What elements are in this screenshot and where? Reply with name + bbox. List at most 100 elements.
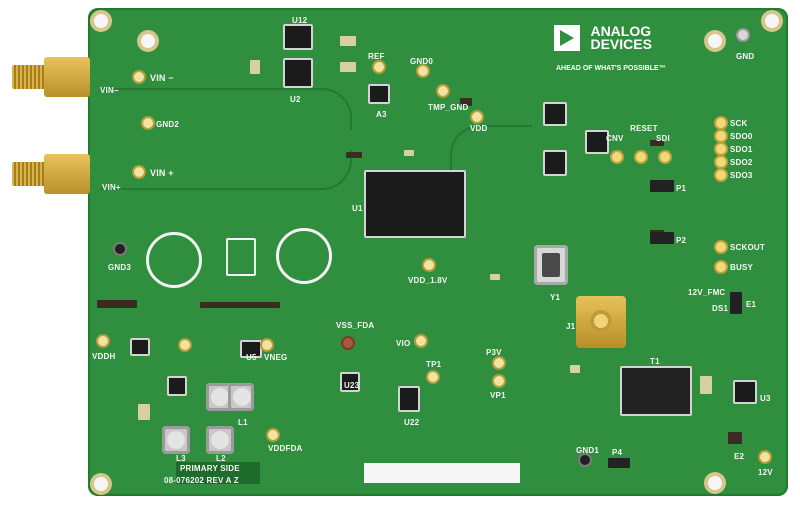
label-cnv: CNV [606, 134, 624, 143]
smd-part [570, 365, 580, 373]
label-u12: U12 [292, 16, 308, 25]
test-point-gnd3[interactable] [115, 244, 125, 254]
adi-triangle-icon [554, 25, 580, 51]
label-tp1: TP1 [426, 360, 442, 369]
jumper-e1[interactable] [730, 292, 742, 314]
label-vin-minus: VIN − [150, 73, 174, 83]
rohs-compliant-badge [276, 228, 332, 284]
pin-cnv[interactable] [612, 152, 622, 162]
test-point-gnd2[interactable] [143, 118, 153, 128]
pin-sdi[interactable] [660, 152, 670, 162]
label-u1: U1 [352, 204, 363, 213]
chip-u6 [167, 376, 187, 396]
label-reset: RESET [630, 124, 658, 133]
label-u2: U2 [290, 95, 301, 104]
label-l2: L2 [216, 454, 226, 463]
test-point-vpos[interactable] [180, 340, 190, 350]
label-gnd2: GND2 [156, 120, 180, 129]
smd-part [728, 432, 742, 444]
test-point-gnd0[interactable] [418, 66, 428, 76]
label-vddh: VDDH [92, 352, 116, 361]
label-vin-minus-edge: VIN− [100, 86, 119, 95]
transformer-t1 [620, 366, 692, 416]
label-sdo0: SDO0 [730, 132, 753, 141]
label-l1: L1 [238, 418, 248, 427]
label-vddfda: VDDFDA [268, 444, 303, 453]
pin-sckout[interactable] [716, 242, 726, 252]
test-point-12v[interactable] [760, 452, 770, 462]
label-gnd3: GND3 [108, 263, 132, 272]
pin-sck[interactable] [716, 118, 726, 128]
inductor-l2 [206, 426, 234, 454]
trace-vin-minus [100, 88, 352, 130]
pin-reset[interactable] [636, 152, 646, 162]
test-point-vneg[interactable] [262, 340, 272, 350]
weee-bin-icon [226, 238, 256, 276]
pin-sdo2[interactable] [716, 157, 726, 167]
jumper-p4[interactable] [608, 458, 630, 468]
label-u23: U23 [344, 381, 360, 390]
pin-busy[interactable] [716, 262, 726, 272]
label-t1: T1 [650, 357, 660, 366]
chip-u18 [585, 130, 609, 154]
label-part-number: 08-076202 REV A Z [164, 476, 239, 485]
label-vneg: VNEG [264, 353, 288, 362]
label-u22: U22 [404, 418, 420, 427]
test-point-vin-plus[interactable] [134, 167, 144, 177]
analog-devices-logo: ANALOG DEVICES [554, 24, 652, 54]
test-point-tmp-gnd[interactable] [438, 86, 448, 96]
test-point-tp1[interactable] [428, 372, 438, 382]
chip-u12 [283, 24, 313, 50]
brand-name-line2: DEVICES [590, 36, 652, 52]
label-sckout: SCKOUT [730, 243, 765, 252]
smd-part [650, 140, 664, 146]
test-point-vin-minus[interactable] [134, 72, 144, 82]
chip-a3 [368, 84, 390, 104]
label-u5: U5 [246, 353, 257, 362]
test-point-ref[interactable] [374, 62, 384, 72]
pin-sdo3[interactable] [716, 170, 726, 180]
label-vin-plus: VIN + [150, 168, 174, 178]
test-point-vio[interactable] [416, 336, 426, 346]
smd-part [97, 300, 137, 308]
test-point-vdd[interactable] [472, 112, 482, 122]
smd-part [700, 376, 712, 394]
mounting-hole-bottom-left [94, 477, 108, 491]
label-gnd-top: GND [736, 52, 755, 61]
label-vin-plus-edge: VIN+ [102, 183, 121, 192]
label-p2: P2 [676, 236, 687, 245]
chip-u23 [340, 372, 360, 392]
label-busy: BUSY [730, 263, 754, 272]
chip-u1-power [130, 338, 150, 356]
smd-part [250, 60, 260, 74]
smd-part [200, 302, 280, 308]
test-point-vddfda[interactable] [268, 430, 278, 440]
label-sdi: SDI [656, 134, 670, 143]
test-point-p3v[interactable] [494, 358, 504, 368]
label-vss-fda: VSS_FDA [336, 321, 375, 330]
test-point-vddh[interactable] [98, 336, 108, 346]
test-point-vdd-1v8[interactable] [424, 260, 434, 270]
label-y1: Y1 [550, 293, 561, 302]
chip-u2 [283, 58, 313, 88]
test-point-vss-fda[interactable] [343, 338, 353, 348]
test-point-gnd1[interactable] [580, 455, 590, 465]
smd-part [340, 36, 356, 46]
chip-u22 [398, 386, 420, 412]
pin-sdo1[interactable] [716, 144, 726, 154]
test-point-gnd-top[interactable] [738, 30, 748, 40]
label-p3v: P3V [486, 348, 502, 357]
primary-side-box [176, 462, 260, 484]
label-12v-fmc: 12V_FMC [688, 288, 726, 297]
label-j1: J1 [566, 322, 576, 331]
pin-sdo0[interactable] [716, 131, 726, 141]
jumper-p2[interactable] [650, 232, 674, 244]
chip-u5 [240, 340, 262, 358]
capacitor-c-left [162, 426, 190, 454]
jumper-p1[interactable] [650, 180, 674, 192]
label-a3: A3 [376, 110, 387, 119]
label-e2: E2 [734, 452, 745, 461]
test-point-vp1[interactable] [494, 376, 504, 386]
mounting-hole-top-left [94, 14, 108, 28]
label-gnd1: GND1 [576, 446, 600, 455]
